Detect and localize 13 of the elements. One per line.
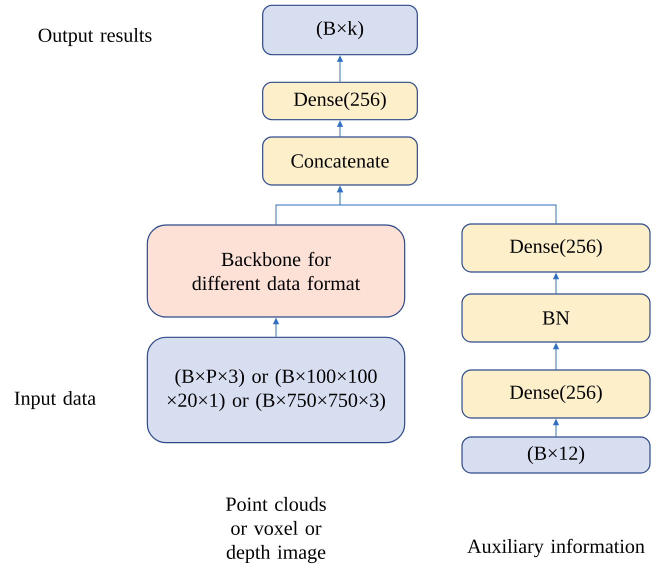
process-box: (B×k)	[262, 4, 418, 56]
process-box: (B×12)	[461, 436, 651, 474]
process-box: (B×P×3) or (B×100×100 ×20×1) or (B×750×750×3)	[146, 336, 406, 444]
process-box: Concatenate	[262, 136, 418, 186]
text-label: Point clouds or voxel or depth image	[226, 496, 326, 564]
process-box: Dense(256)	[461, 369, 651, 419]
text-label: Input data	[14, 390, 96, 410]
text-label: Output results	[38, 28, 152, 46]
process-box: Dense(256)	[461, 223, 651, 273]
process-box: BN	[461, 293, 651, 343]
process-box: Backbone for different data format	[146, 224, 406, 318]
text-label: Auxiliary information	[467, 538, 645, 558]
process-box: Dense(256)	[262, 82, 418, 120]
